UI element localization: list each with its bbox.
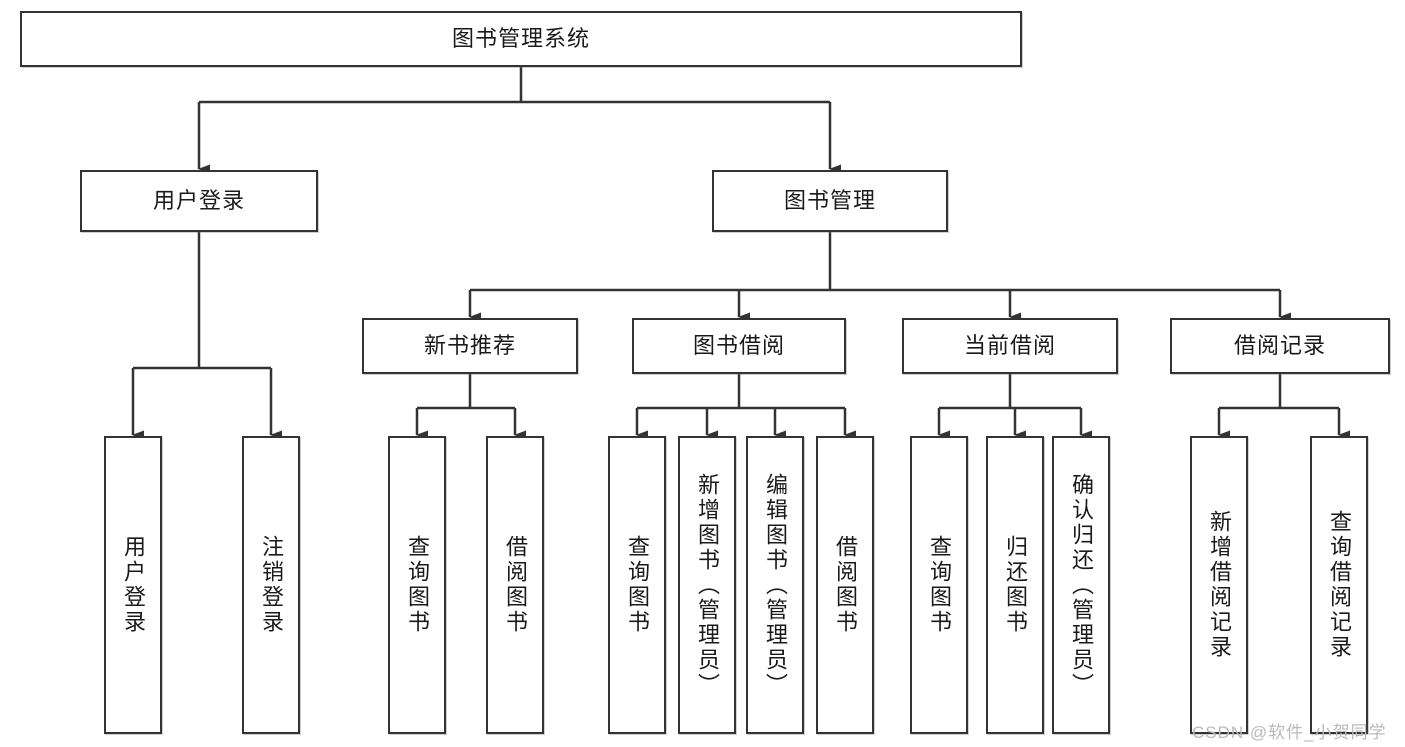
node-label: 用户登录: [121, 535, 146, 635]
node-label: 借阅图书: [833, 535, 858, 635]
node-leaf-add-book[interactable]: 新增图书（管理员）: [678, 436, 736, 734]
node-label: 借阅记录: [1233, 332, 1326, 358]
node-label: 图书管理: [783, 187, 876, 213]
node-label: 用户登录: [152, 187, 245, 213]
node-leaf-query-book-3[interactable]: 查询图书: [910, 436, 968, 734]
node-book-manage[interactable]: 图书管理: [712, 170, 948, 232]
node-leaf-confirm-return[interactable]: 确认归还（管理员）: [1052, 436, 1110, 734]
node-label: 图书管理系统: [451, 25, 590, 51]
node-leaf-return-book[interactable]: 归还图书: [986, 436, 1044, 734]
node-label: 新增借阅记录: [1207, 510, 1232, 660]
node-leaf-query-book-2[interactable]: 查询图书: [608, 436, 666, 734]
node-leaf-borrow-book-2[interactable]: 借阅图书: [816, 436, 874, 734]
node-label: 新书推荐: [423, 332, 516, 358]
node-leaf-query-record[interactable]: 查询借阅记录: [1310, 436, 1368, 734]
node-borrow-record[interactable]: 借阅记录: [1170, 318, 1390, 374]
node-current-borrow[interactable]: 当前借阅: [902, 318, 1118, 374]
node-label: 查询图书: [625, 535, 650, 635]
node-book-borrow[interactable]: 图书借阅: [632, 318, 846, 374]
node-label: 编辑图书（管理员）: [763, 472, 788, 698]
node-new-book-rec[interactable]: 新书推荐: [362, 318, 578, 374]
node-label: 确认归还（管理员）: [1069, 472, 1094, 698]
node-leaf-query-book-1[interactable]: 查询图书: [388, 436, 446, 734]
node-label: 新增图书（管理员）: [695, 472, 720, 698]
node-label: 查询图书: [927, 535, 952, 635]
node-label: 查询借阅记录: [1327, 510, 1352, 660]
node-label: 借阅图书: [503, 535, 528, 635]
node-root[interactable]: 图书管理系统: [20, 11, 1022, 67]
node-label: 查询图书: [405, 535, 430, 635]
node-label: 注销登录: [259, 535, 284, 635]
node-user-login[interactable]: 用户登录: [80, 170, 318, 232]
csdn-watermark: CSDN @软件_小贺同学: [1192, 723, 1387, 742]
node-label: 图书借阅: [692, 332, 785, 358]
node-leaf-logout[interactable]: 注销登录: [242, 436, 300, 734]
node-leaf-user-login[interactable]: 用户登录: [104, 436, 162, 734]
node-label: 归还图书: [1003, 535, 1028, 635]
node-leaf-add-record[interactable]: 新增借阅记录: [1190, 436, 1248, 734]
node-label: 当前借阅: [963, 332, 1056, 358]
node-leaf-borrow-book-1[interactable]: 借阅图书: [486, 436, 544, 734]
node-leaf-edit-book[interactable]: 编辑图书（管理员）: [746, 436, 804, 734]
